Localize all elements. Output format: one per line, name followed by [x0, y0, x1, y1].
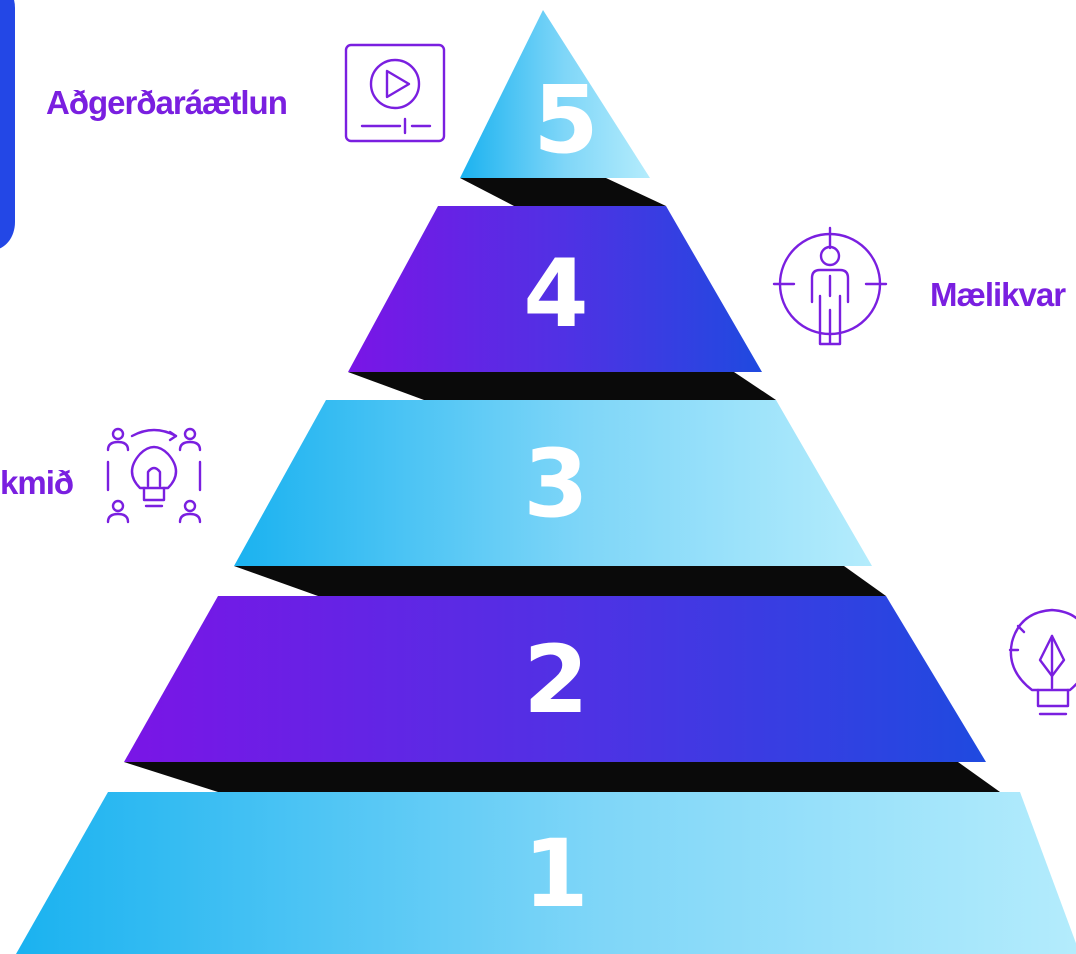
shadow-band-2-1: [124, 762, 1000, 792]
tier-4: [348, 206, 762, 372]
shadow-band-3-2: [234, 566, 886, 596]
tier-5-number: 5: [533, 66, 598, 175]
label-metrics: Mælikvar: [930, 276, 1066, 313]
target-person-icon: [772, 226, 888, 346]
tier-2: [124, 596, 986, 762]
tier-3: [234, 400, 872, 566]
tier-1-number: 1: [523, 820, 588, 929]
label-goals: kmið: [0, 464, 73, 501]
lightbulb-gear-icon: [1008, 608, 1076, 716]
play-screen-icon: [344, 43, 446, 143]
shadow-band-4-3: [348, 372, 776, 400]
tier-3-number: 3: [523, 430, 588, 539]
blue-card: [0, 0, 15, 249]
team-idea-icon: [106, 427, 202, 524]
label-action-plan: Aðgerðaráætlun: [46, 84, 287, 121]
tier-1: [16, 792, 1076, 954]
tier-4-number: 4: [523, 240, 588, 349]
shadow-band-5-4: [460, 178, 666, 206]
tier-5: [460, 10, 650, 178]
tier-2-number: 2: [523, 626, 588, 735]
